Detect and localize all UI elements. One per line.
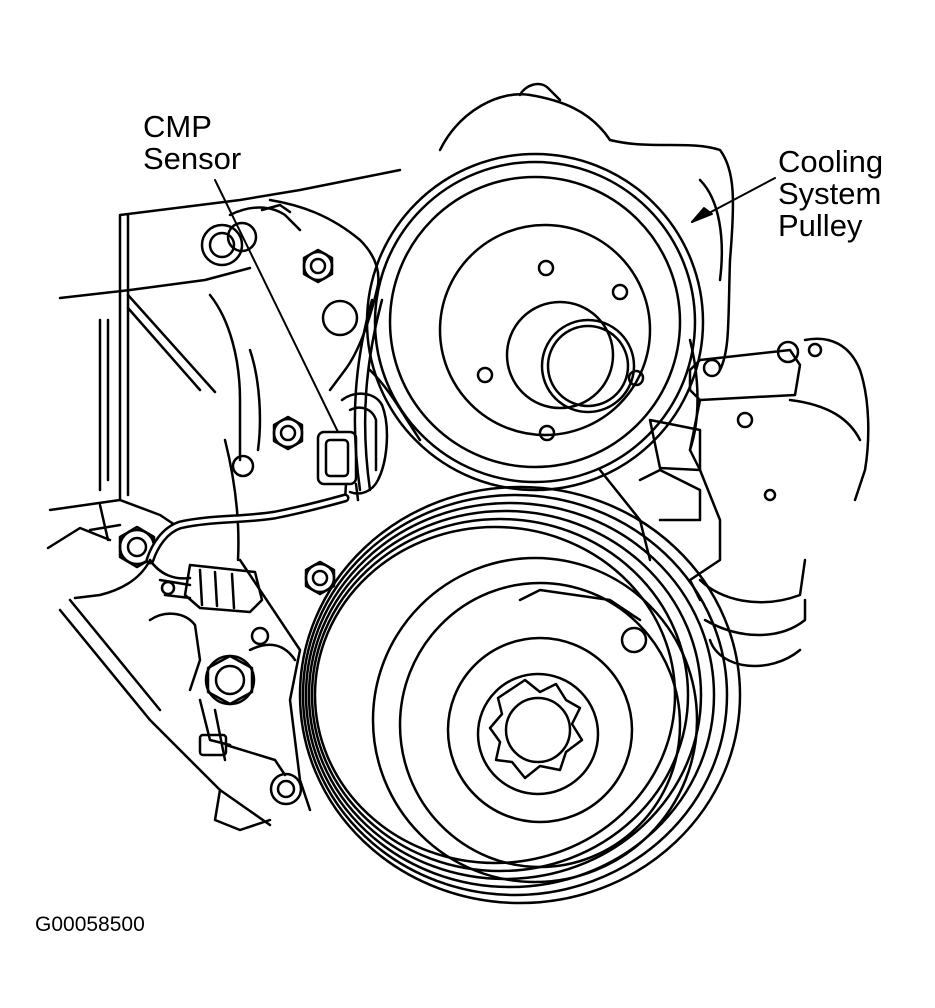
leader-lines: [215, 178, 775, 432]
figure-id: G00058500: [35, 913, 145, 936]
water-pump-housing: [600, 339, 868, 666]
cooling-pulley-label-line-1: Cooling: [778, 144, 884, 179]
cooling-pulley-label-line-3: Pulley: [778, 208, 863, 243]
lower-left-bracket: [150, 614, 295, 775]
cmp-sensor: [318, 394, 387, 500]
sensor-wiring-harness: [75, 498, 345, 598]
cmp-sensor-label-line-2: Sensor: [143, 141, 242, 176]
drive-belt: [355, 300, 698, 490]
cmp-sensor-leader: [215, 180, 338, 432]
timing-cover: [48, 84, 733, 830]
secondary-connector: [160, 565, 262, 612]
cooling-system-pulley-label: Cooling System Pulley: [778, 146, 883, 242]
cooling-system-pulley: [367, 154, 703, 490]
cmp-sensor-label: CMP Sensor: [143, 111, 241, 175]
cmp-sensor-label-line-1: CMP: [143, 109, 212, 144]
crankshaft-pulley: [300, 487, 740, 903]
cooling-pulley-label-line-2: System: [778, 176, 882, 211]
